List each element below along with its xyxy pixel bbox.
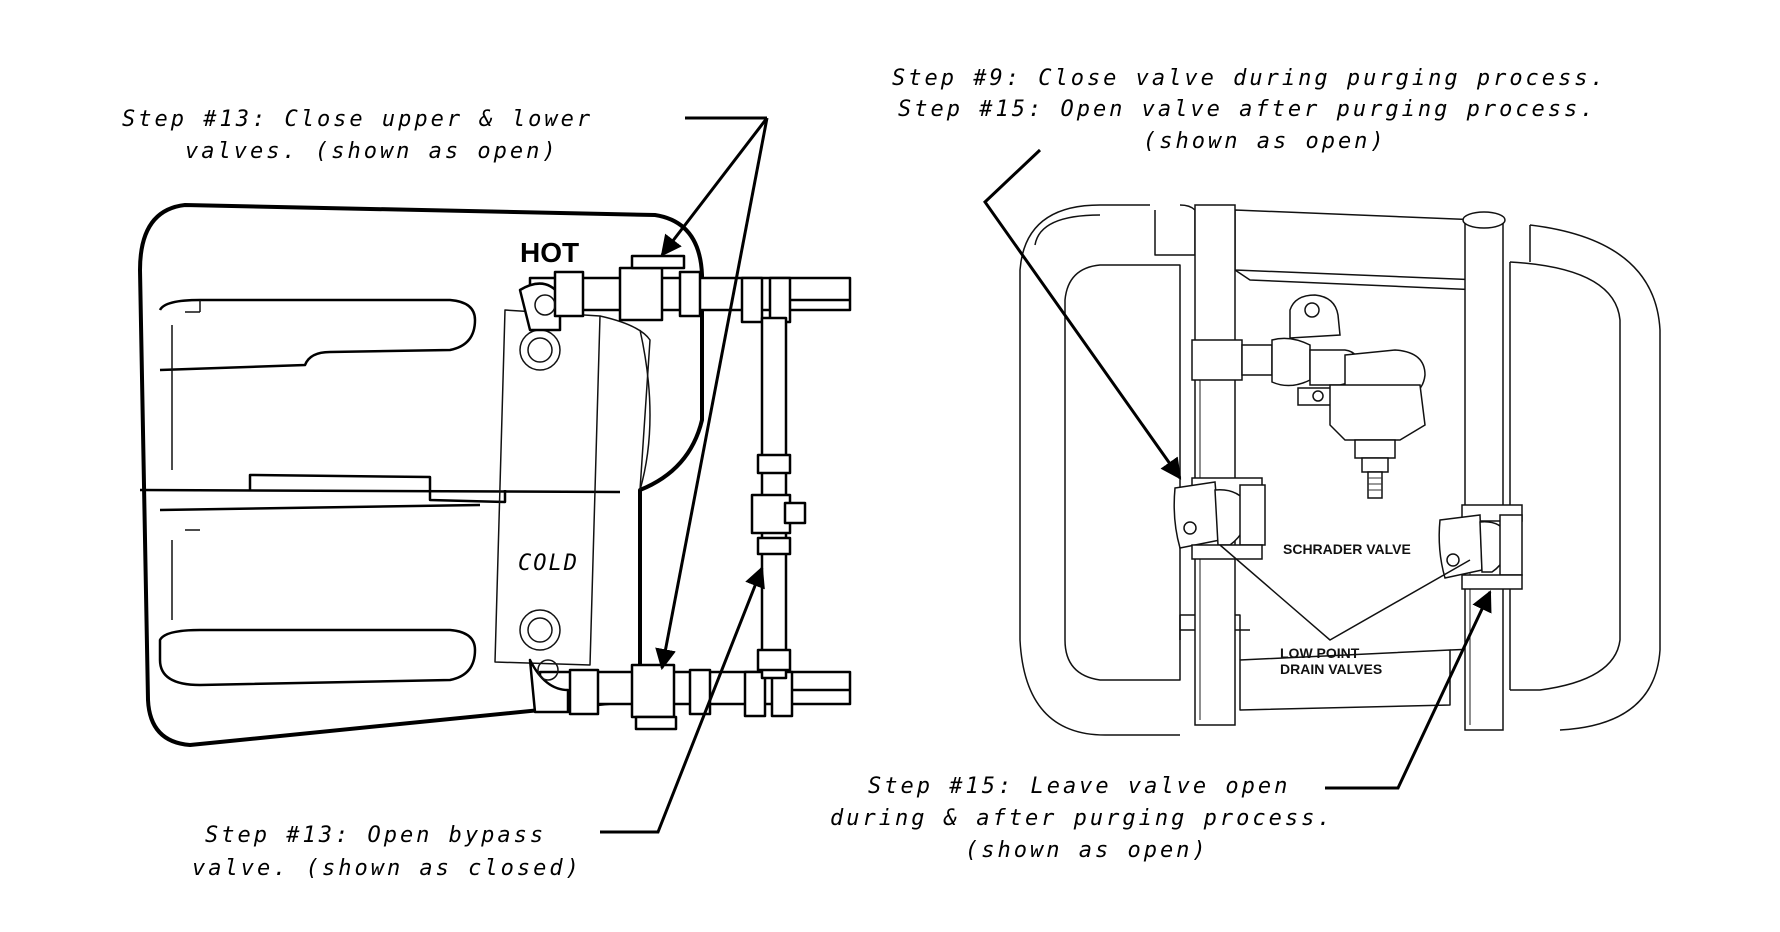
arrow-to-bypass-valve [600, 566, 765, 834]
plumbing-box-drawing [1019, 204, 1661, 736]
arrow-to-right-drain-valve [1325, 590, 1492, 790]
callout-leave-valve-open: Step #15: Leave valve open during & afte… [830, 590, 1492, 863]
callout-purge-line-2: Step #15: Open valve after purging proce… [898, 97, 1597, 122]
low-point-pointer-lines [1219, 544, 1471, 641]
callout-purge-line-3: (shown as open) [1143, 129, 1387, 154]
callout-leave-open-line-3: (shown as open) [965, 838, 1209, 863]
callout-purge-line-1: Step #9: Close valve during purging proc… [892, 66, 1607, 91]
arrow-to-purge-valve [983, 148, 1182, 480]
callout-bypass-line-2: valve. (shown as closed) [192, 856, 582, 881]
hot-label: HOT [520, 237, 579, 268]
callout-leave-open-line-1: Step #15: Leave valve open [868, 774, 1290, 799]
callout-upper-lower-valves: Step #13: Close upper & lower valves. (s… [122, 107, 769, 671]
arrow-to-lower-valve [655, 117, 769, 671]
arrow-to-upper-valve [660, 117, 769, 257]
low-point-label-line-1: LOW POINT [1280, 645, 1360, 661]
callout-leave-open-line-2: during & after purging process. [830, 806, 1334, 831]
callout-bypass-valve: Step #13: Open bypass valve. (shown as c… [192, 566, 765, 881]
schrader-valve-label: SCHRADER VALVE [1283, 541, 1411, 557]
callout-bypass-line-1: Step #13: Open bypass [205, 823, 546, 848]
callout-upper-lower-line-1: Step #13: Close upper & lower [122, 107, 593, 132]
water-heater-drawing [138, 203, 852, 747]
callout-upper-lower-line-2: valves. (shown as open) [185, 139, 559, 164]
low-point-label-line-2: DRAIN VALVES [1280, 661, 1382, 677]
cold-label: COLD [518, 551, 579, 576]
callout-purge-valve: Step #9: Close valve during purging proc… [892, 66, 1607, 480]
